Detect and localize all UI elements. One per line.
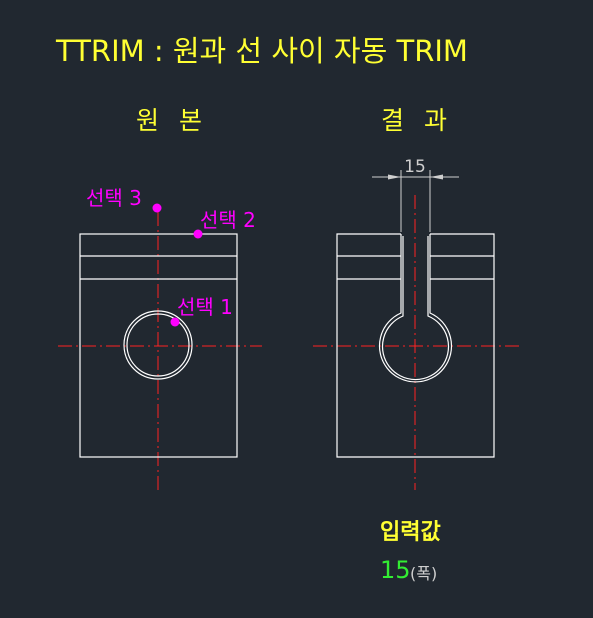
selection-3-point [152, 203, 162, 213]
original-outline [79, 233, 238, 458]
selection-1-point [170, 317, 180, 327]
input-unit: (폭) [410, 564, 438, 583]
result-heading: 결 과 [381, 106, 453, 135]
dimension-arrow-left [388, 174, 401, 180]
original-drawing [58, 203, 262, 492]
selection-2-point [193, 229, 203, 239]
result-slot-inner [381, 236, 450, 381]
input-label: 입력값 [380, 520, 441, 545]
selection-1-label: 선택 1 [177, 295, 233, 319]
dimension-label: 15 [404, 157, 426, 177]
result-drawing: 15 [313, 157, 519, 490]
result-slot-outer [378, 234, 453, 383]
dimension-arrow-right [430, 174, 443, 180]
width-dimension [372, 170, 459, 232]
original-outer-circle [123, 310, 193, 380]
selection-3-label: 선택 3 [86, 186, 142, 210]
original-inner-circle [126, 313, 190, 377]
selection-2-label: 선택 2 [200, 208, 256, 232]
result-outline [336, 233, 495, 458]
original-heading: 원 본 [136, 106, 208, 135]
page-title: TTRIM : 원과 선 사이 자동 TRIM [56, 34, 468, 68]
input-value: 15 [380, 556, 411, 584]
